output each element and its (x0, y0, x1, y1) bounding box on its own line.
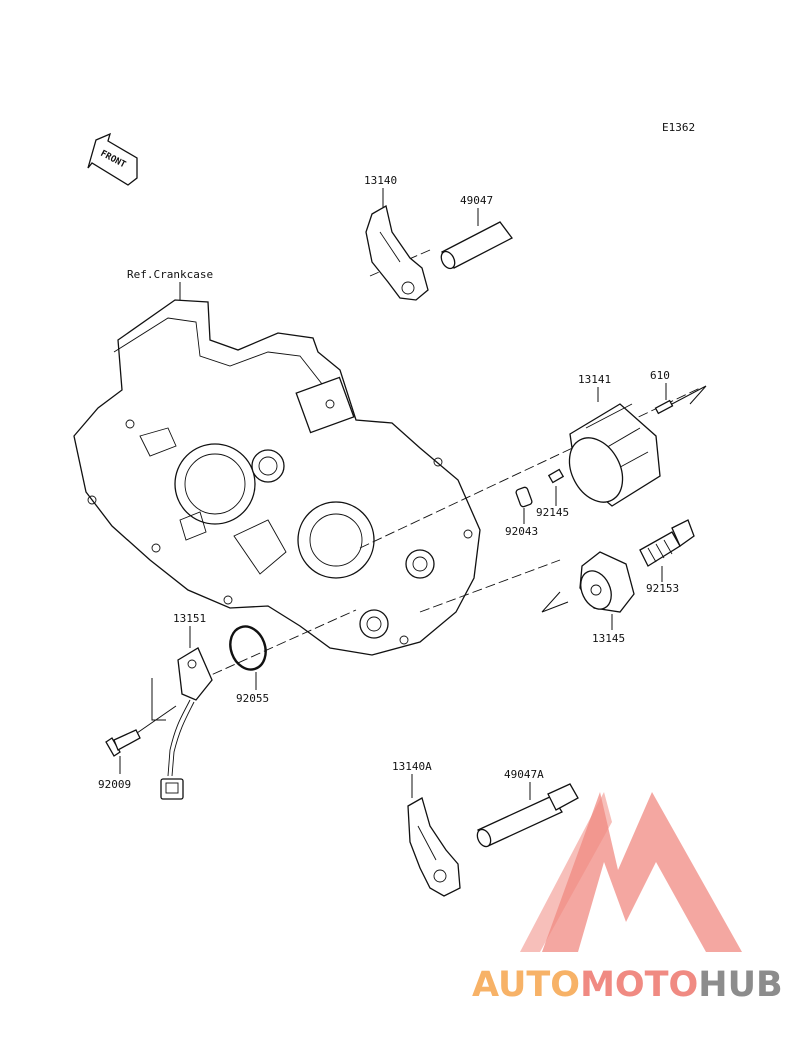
part-label-92055: 92055 (236, 692, 269, 705)
o-ring-92055 (229, 625, 267, 671)
part-label-92153: 92153 (646, 582, 679, 595)
switch-bracket (151, 678, 166, 721)
shift-cam-13145 (579, 551, 635, 613)
shift-fork-13140 (365, 205, 429, 301)
diagram-code: E1362 (662, 121, 695, 134)
part-label-92043: 92043 (505, 525, 538, 538)
part-label-13145: 13145 (592, 632, 625, 645)
part-label-13141: 13141 (578, 373, 611, 386)
axis-arrow-right (671, 385, 707, 405)
part-label-49047: 49047 (460, 194, 493, 207)
switch-axis-line (199, 609, 357, 681)
bolt-92153 (639, 519, 695, 567)
axis-arrow-left (541, 591, 569, 613)
part-label-610: 610 (650, 369, 670, 382)
drum-axis-line (359, 387, 701, 549)
pin-610 (654, 399, 674, 415)
shift-rod-49047A (476, 783, 579, 848)
ref-crankcase-label: Ref.Crankcase (127, 268, 213, 281)
spring-92145 (547, 468, 565, 484)
cam-axis-line (419, 559, 561, 613)
neutral-switch-13151 (160, 647, 213, 800)
front-arrow-icon: FRONT (87, 132, 138, 186)
logo-text-auto: AUTOMOTOHUB (472, 965, 783, 1005)
pin-92043 (515, 486, 533, 508)
part-label-13140: 13140 (364, 174, 397, 187)
shift-fork-13140A (407, 797, 461, 897)
crankcase-drawing (73, 299, 481, 656)
shift-rod-49047 (440, 221, 513, 270)
part-label-92145: 92145 (536, 506, 569, 519)
automotohub-logo: AUTOMOTOHUB (472, 792, 783, 1005)
shift-drum-13141 (568, 403, 661, 507)
part-label-13151: 13151 (173, 612, 206, 625)
part-label-92009: 92009 (98, 778, 131, 791)
part-label-13140A: 13140A (392, 760, 432, 773)
screw-92009 (105, 729, 141, 757)
part-label-49047A: 49047A (504, 768, 544, 781)
